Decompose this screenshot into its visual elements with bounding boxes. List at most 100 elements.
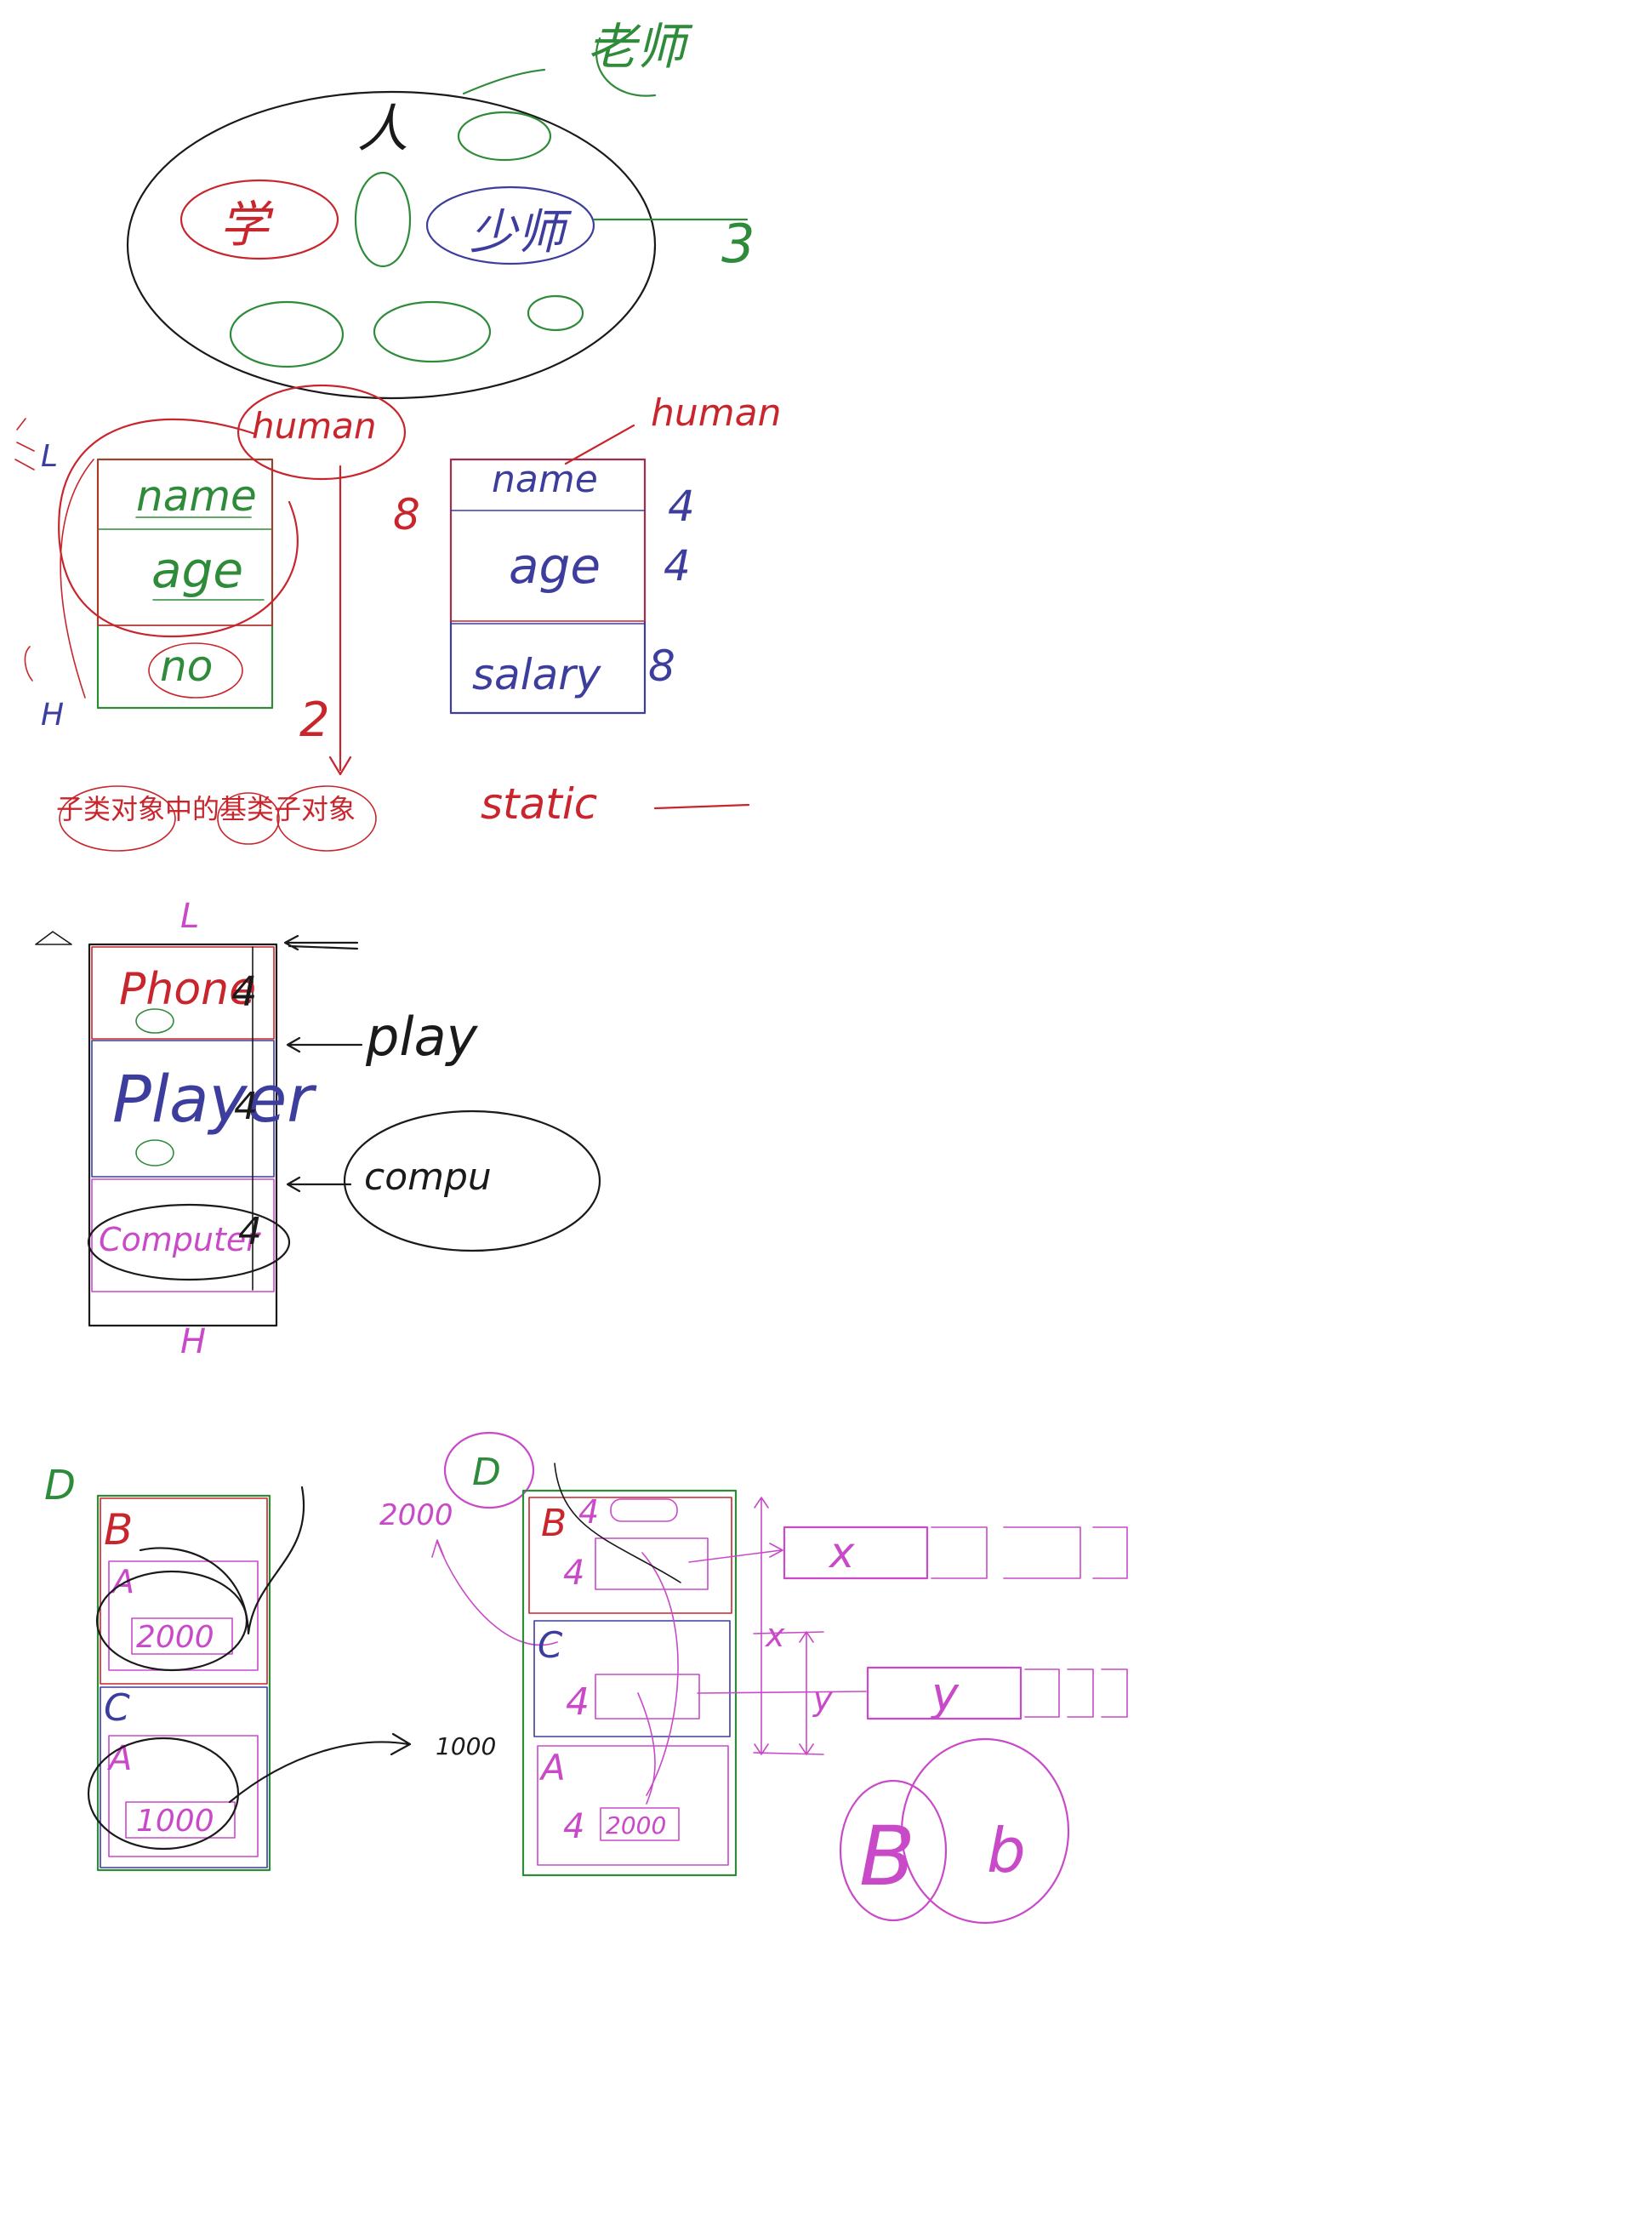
dv-c-label: C	[538, 1624, 563, 1666]
field-name: name	[136, 471, 257, 521]
dp-c-circle	[87, 1737, 240, 1851]
pointer-scribble-top	[595, 37, 657, 97]
arrow-size-2: 2	[299, 693, 330, 748]
dv-outer	[521, 1489, 738, 1877]
dv-small-b: b	[987, 1815, 1026, 1886]
human-bubble-label: human	[252, 405, 377, 447]
mi-triangle	[35, 931, 72, 945]
dp-c-inner-box	[108, 1735, 259, 1857]
teacher-size-age: 4	[664, 541, 691, 590]
pointer-label-right: 3	[721, 213, 755, 275]
dp-c-arrow	[228, 1732, 412, 1804]
green-ellipse-mid	[354, 171, 412, 268]
dv-note-arrow	[431, 1539, 558, 1646]
dv-bb-inner	[839, 1779, 948, 1922]
section-diamond-virtual: D 2000 B 4 4 C 4 A 4 2000 x y x y	[379, 1431, 1128, 1925]
mi-compu-bubble	[343, 1109, 601, 1252]
green-ellipse-bl	[229, 300, 345, 368]
teacher-size-salary: 8	[648, 642, 675, 691]
mi-row-computer-size: 4	[238, 1210, 262, 1253]
mi-row-player-size: 4	[234, 1085, 258, 1128]
dp-b-value-box	[131, 1617, 233, 1655]
mi-phone-dot	[135, 1008, 174, 1034]
mi-arrow-top	[283, 934, 359, 951]
field-age: age	[151, 541, 243, 599]
dv-x-label: x	[828, 1528, 855, 1577]
human-bubble	[236, 384, 407, 481]
caption-circle-1	[59, 785, 176, 852]
dv-b-curve	[554, 1463, 681, 1583]
dv-y-span	[799, 1631, 814, 1755]
dp-b-hook	[139, 1486, 305, 1635]
dv-a-box	[537, 1745, 729, 1866]
blue-ellipse	[425, 185, 595, 265]
dv-a-value: 2000	[606, 1811, 666, 1839]
section-multi-inheritance: L Phone 4 Player 4 Computer 4 H play com…	[35, 897, 601, 1361]
mi-computer-circle	[87, 1203, 291, 1281]
mi-row-computer: Computer	[99, 1221, 261, 1258]
dp-outer	[96, 1494, 271, 1872]
dv-arrow-to-x	[688, 1543, 783, 1563]
field-no-circle	[148, 642, 243, 699]
mi-row-phone: Phone	[119, 964, 256, 1015]
dp-b-box	[100, 1497, 268, 1685]
mi-player-box	[91, 1040, 275, 1178]
teacher-pointer-line	[564, 424, 635, 465]
mi-computer-box	[91, 1178, 275, 1292]
human-scope-loop	[58, 418, 299, 638]
dp-c-label: C	[104, 1686, 130, 1730]
dp-label-D: D	[44, 1462, 76, 1509]
human-arrow-down	[328, 465, 352, 776]
dv-d-circle	[443, 1431, 535, 1509]
section-class-ellipse: 人 学 少师 老师 3	[126, 18, 755, 400]
green-ellipse-bm	[373, 300, 492, 363]
mi-label-compu: compu	[364, 1155, 492, 1199]
mi-arrow-compu	[286, 1176, 352, 1193]
dv-y-box	[866, 1666, 1023, 1720]
dp-c-value: 1000	[136, 1804, 214, 1839]
dv-a-slot	[600, 1807, 680, 1841]
dv-b-slot-2	[595, 1537, 709, 1590]
dv-a-size: 4	[563, 1807, 584, 1846]
caption-circle-2	[217, 792, 280, 845]
outer-ellipse-label: 人	[357, 100, 408, 159]
dv-b-size-2: 4	[563, 1554, 584, 1593]
dv-x-span	[754, 1497, 769, 1755]
marker-H: H	[41, 698, 64, 733]
mi-row-player: Player	[112, 1061, 317, 1137]
human-size-8: 8	[393, 490, 420, 539]
teacher-size-name: 4	[668, 482, 695, 531]
tick-left-top	[14, 418, 35, 471]
dv-y-label: y	[930, 1668, 960, 1721]
dv-y-mark: y	[812, 1680, 833, 1718]
human-subobject-box	[97, 459, 273, 626]
teacher-pointer-label: human	[651, 391, 781, 435]
mi-label-play: play	[365, 1006, 479, 1068]
dv-x-chain	[931, 1526, 1128, 1579]
mi-arrow-play	[286, 1036, 363, 1053]
green-ellipse-top	[457, 111, 552, 162]
teacher-field-salary: salary	[472, 650, 602, 699]
dv-ptr-c-to-a	[637, 1692, 656, 1805]
dv-ptr-b-to-a	[641, 1552, 679, 1796]
static-label: static	[481, 779, 597, 829]
dv-x-tick	[753, 1631, 824, 1755]
mi-box-outer	[88, 943, 278, 1327]
dv-b-size-1: 4	[578, 1493, 599, 1531]
dp-c-arrow-label: 1000	[436, 1732, 496, 1760]
teacher-field-name: name	[492, 458, 598, 501]
outer-ellipse	[126, 90, 657, 400]
mi-phone-box	[91, 946, 275, 1040]
subobject-caption: 子类对象中的基类子对象	[56, 793, 356, 825]
dv-c-slot	[595, 1674, 700, 1720]
dp-c-box	[100, 1686, 268, 1868]
teacher-human-box	[450, 459, 646, 622]
dp-b-value: 2000	[136, 1620, 214, 1655]
field-no: no	[160, 642, 213, 691]
dp-c-value-box	[125, 1801, 236, 1839]
dv-c-size: 4	[566, 1680, 590, 1724]
dp-b-label: B	[104, 1505, 133, 1554]
dv-b-box	[528, 1497, 732, 1614]
red-ellipse	[179, 179, 339, 260]
